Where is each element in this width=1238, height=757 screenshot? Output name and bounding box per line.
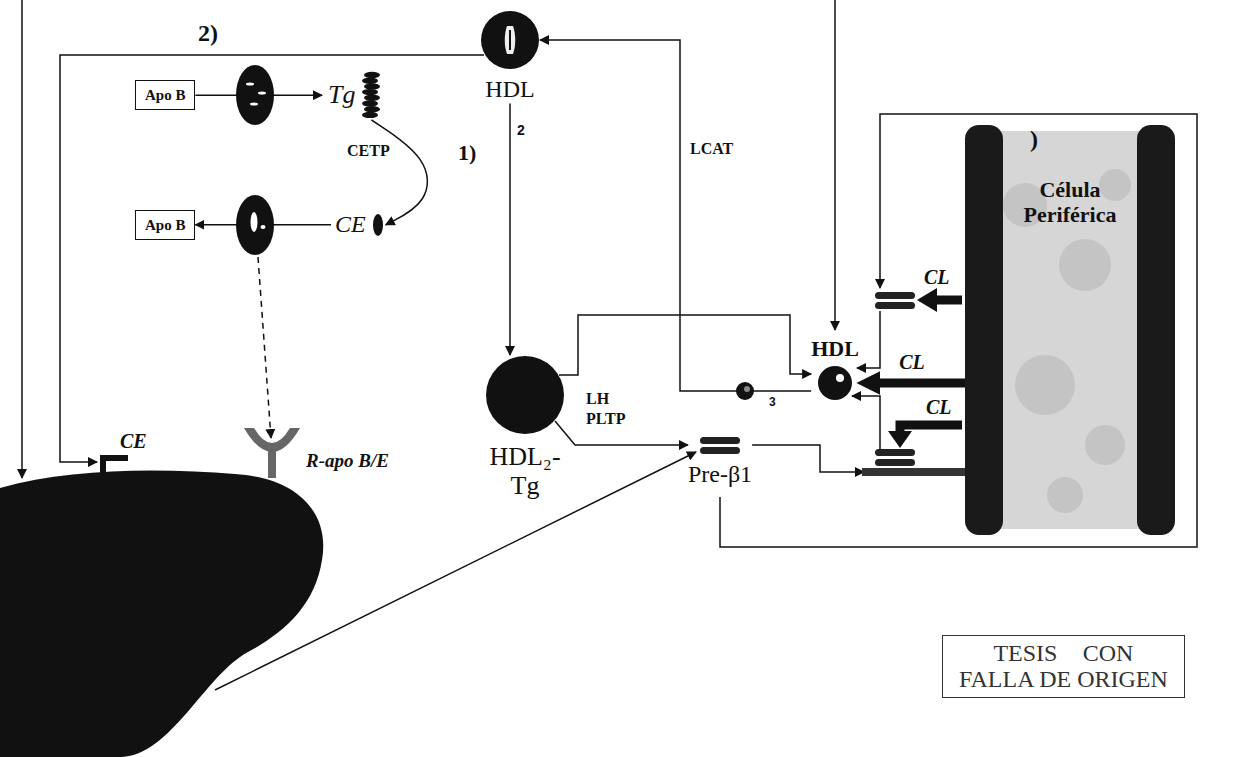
sr-b1-receptor — [100, 455, 128, 478]
disc-layer — [875, 292, 915, 299]
callout-label: 2) — [198, 20, 218, 48]
uptake-dashed-arrow — [258, 257, 271, 438]
apo-be-receptor — [244, 428, 300, 452]
callout-label: CL — [924, 266, 950, 288]
particle-mark — [744, 386, 750, 392]
edge-label: CETP — [345, 142, 392, 160]
node-label: Tg — [328, 81, 355, 110]
connector — [540, 40, 811, 391]
particle-mark — [246, 83, 254, 86]
connector — [509, 104, 511, 355]
hdl-node: HDL — [480, 10, 540, 104]
triglyceride-chain — [361, 70, 381, 120]
hdl-node: HDL — [811, 337, 859, 401]
pre-beta-disc — [700, 435, 740, 455]
apob-box: Apo B — [135, 80, 195, 110]
efflux-arrow — [936, 296, 962, 305]
connector — [752, 445, 864, 472]
callout-label: R-apo B/E — [306, 450, 389, 472]
apob-particle — [236, 195, 274, 255]
apob-box: Apo B — [135, 210, 195, 240]
connector — [559, 315, 811, 375]
hdl-particle — [480, 10, 540, 70]
connector — [371, 120, 427, 225]
callout-label: 1) — [458, 140, 476, 165]
cholesteryl-ester — [372, 213, 384, 237]
node-label: HDL — [811, 337, 859, 361]
hdl-to-liver-line — [60, 55, 484, 462]
node-label: TESIS CON FALLA DE ORIGEN — [953, 640, 1174, 693]
liver-to-prebeta-line — [215, 452, 696, 690]
callout-label: PLTP — [586, 410, 625, 428]
node-label: Apo B — [145, 217, 185, 233]
disc-to-hdl-arrow — [852, 396, 880, 449]
disc-layer — [875, 302, 915, 309]
node-label: HDL — [485, 76, 534, 104]
callout-label: 2 — [517, 122, 525, 138]
small-hdl — [736, 382, 754, 400]
stamp-box: TESIS CON FALLA DE ORIGEN — [942, 635, 1185, 698]
edge-label: LCAT — [688, 140, 735, 158]
input-line — [834, 0, 836, 330]
recycle-loop — [720, 114, 1197, 547]
node-label: Apo B — [145, 87, 185, 103]
efflux-head — [917, 288, 937, 312]
hdl-particle — [817, 365, 853, 401]
node-label: Célula Periférica — [965, 177, 1175, 228]
disc-layer — [875, 459, 915, 466]
efflux-arrow — [900, 425, 962, 432]
callout-label: CL — [926, 396, 952, 418]
callout-label: 3 — [769, 396, 776, 410]
disc-layer — [875, 449, 915, 456]
efflux-head — [888, 431, 912, 448]
particle-mark — [250, 103, 258, 106]
node-label: HDL₂- Tg — [489, 443, 560, 500]
callout-label: LH — [586, 390, 609, 408]
connector-head — [859, 383, 965, 384]
particle-mark — [251, 212, 258, 232]
connector — [875, 379, 965, 388]
prebeta-node: Pre-β1 — [688, 435, 752, 489]
apob-particle — [236, 65, 274, 125]
callout-label: ) — [1030, 126, 1038, 154]
edge-label: CL — [897, 351, 927, 373]
ce-node: CE — [331, 211, 384, 239]
liver — [0, 471, 323, 757]
callout-label: CE — [120, 430, 147, 453]
abca1-base — [862, 468, 965, 476]
peripheral-cell-node: Célula Periférica — [965, 125, 1175, 535]
hdl2-node: HDL₂- Tg — [485, 355, 565, 500]
hdl2-particle — [485, 355, 565, 435]
particle-mark — [261, 225, 266, 229]
disc-to-hdl-arrow — [857, 311, 880, 368]
node-label: CE — [335, 211, 366, 239]
input-line — [21, 0, 23, 478]
particle-mark — [258, 92, 266, 95]
tg-node: Tg — [322, 70, 381, 120]
node-label: Pre-β1 — [688, 461, 752, 489]
